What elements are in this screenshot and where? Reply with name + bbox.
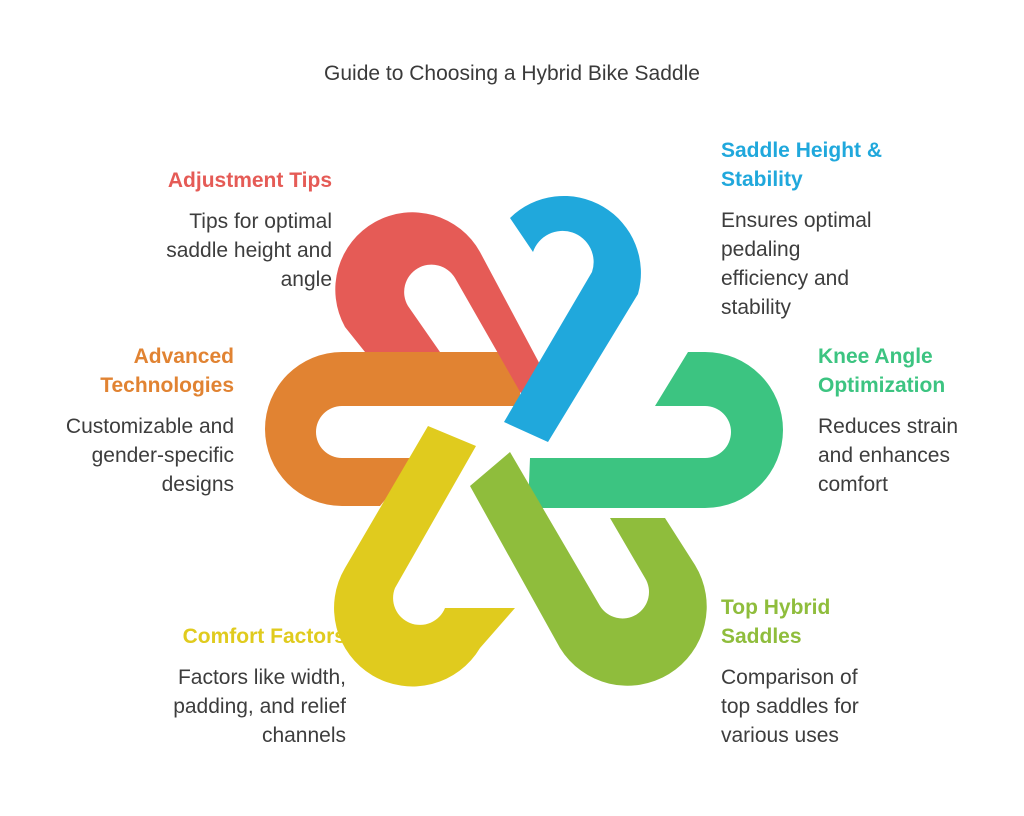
item-advanced-title: Advanced Technologies: [100, 345, 234, 397]
item-knee-title: Knee Angle Optimization: [818, 345, 946, 397]
item-adjustment: Adjustment Tips Tips for optimal saddle …: [100, 166, 332, 294]
item-adjustment-description: Tips for optimal saddle height and angle: [166, 210, 332, 291]
item-height-title: Saddle Height & Stability: [721, 139, 883, 191]
item-saddles-description: Comparison of top saddles for various us…: [721, 666, 859, 747]
item-knee: Knee Angle Optimization Reduces strain a…: [818, 342, 1018, 499]
item-height-description: Ensures optimal pedaling efficiency and …: [721, 209, 872, 319]
page-title: Guide to Choosing a Hybrid Bike Saddle: [324, 62, 700, 85]
item-saddles-title: Top Hybrid Saddles: [721, 596, 831, 648]
item-advanced: Advanced Technologies Customizable and g…: [10, 342, 234, 499]
petal-orange: [265, 352, 520, 506]
petal-green: [528, 352, 783, 508]
item-height: Saddle Height & Stability Ensures optima…: [721, 136, 981, 322]
item-comfort-title: Comfort Factors: [182, 625, 346, 648]
petal-yellow: [334, 426, 515, 687]
item-saddles: Top Hybrid Saddles Comparison of top sad…: [721, 593, 981, 750]
item-knee-description: Reduces strain and enhances comfort: [818, 415, 959, 496]
petal-lime: [470, 452, 707, 686]
item-comfort: Comfort Factors Factors like width, padd…: [96, 622, 346, 750]
item-adjustment-title: Adjustment Tips: [167, 169, 332, 192]
item-advanced-description: Customizable and gender-specific designs: [65, 415, 234, 496]
item-comfort-description: Factors like width, padding, and relief …: [173, 666, 346, 747]
petal-red: [335, 212, 560, 418]
petal-blue: [504, 195, 641, 442]
